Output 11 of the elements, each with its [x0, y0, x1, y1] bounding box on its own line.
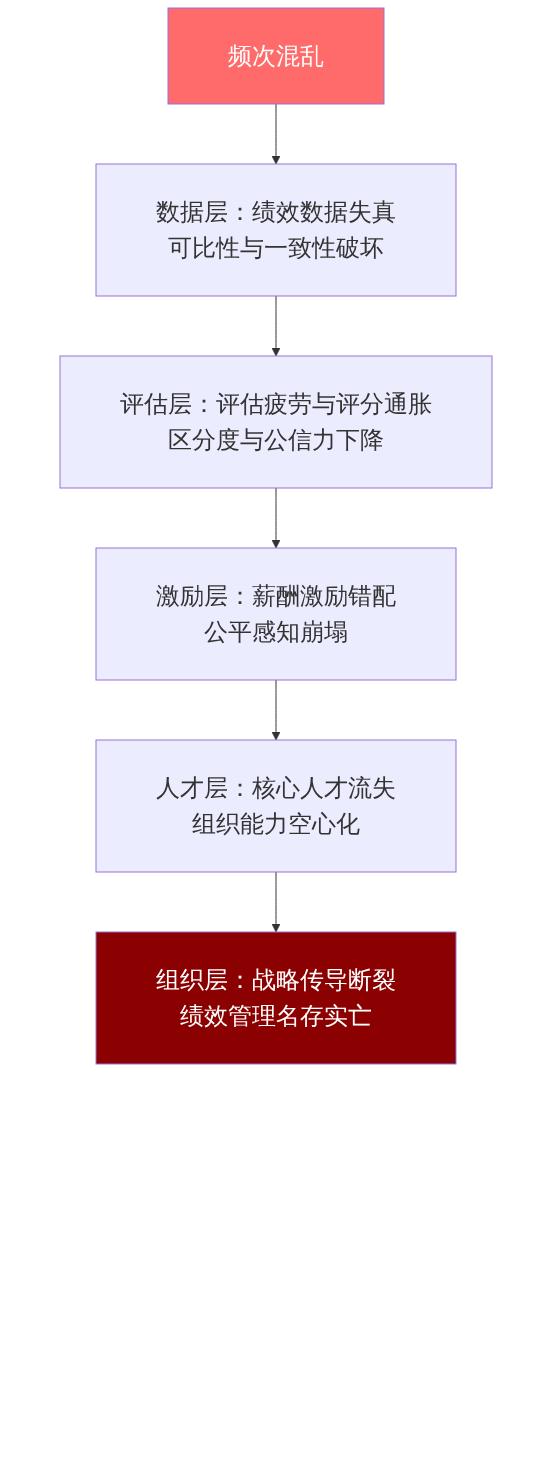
arrow — [271, 487, 281, 549]
node-box: 频次混乱 — [167, 7, 385, 105]
arrow — [271, 295, 281, 357]
node-box: 评估层：评估疲劳与评分通胀 区分度与公信力下降 — [59, 355, 493, 489]
node-box: 人才层：核心人才流失 组织能力空心化 — [95, 739, 457, 873]
node-box: 激励层：薪酬激励错配 公平感知崩塌 — [95, 547, 457, 681]
arrow — [271, 103, 281, 165]
arrow — [271, 679, 281, 741]
arrow — [271, 871, 281, 933]
node-box: 组织层：战略传导断裂 绩效管理名存实亡 — [95, 931, 457, 1065]
node-box: 数据层：绩效数据失真 可比性与一致性破坏 — [95, 163, 457, 297]
